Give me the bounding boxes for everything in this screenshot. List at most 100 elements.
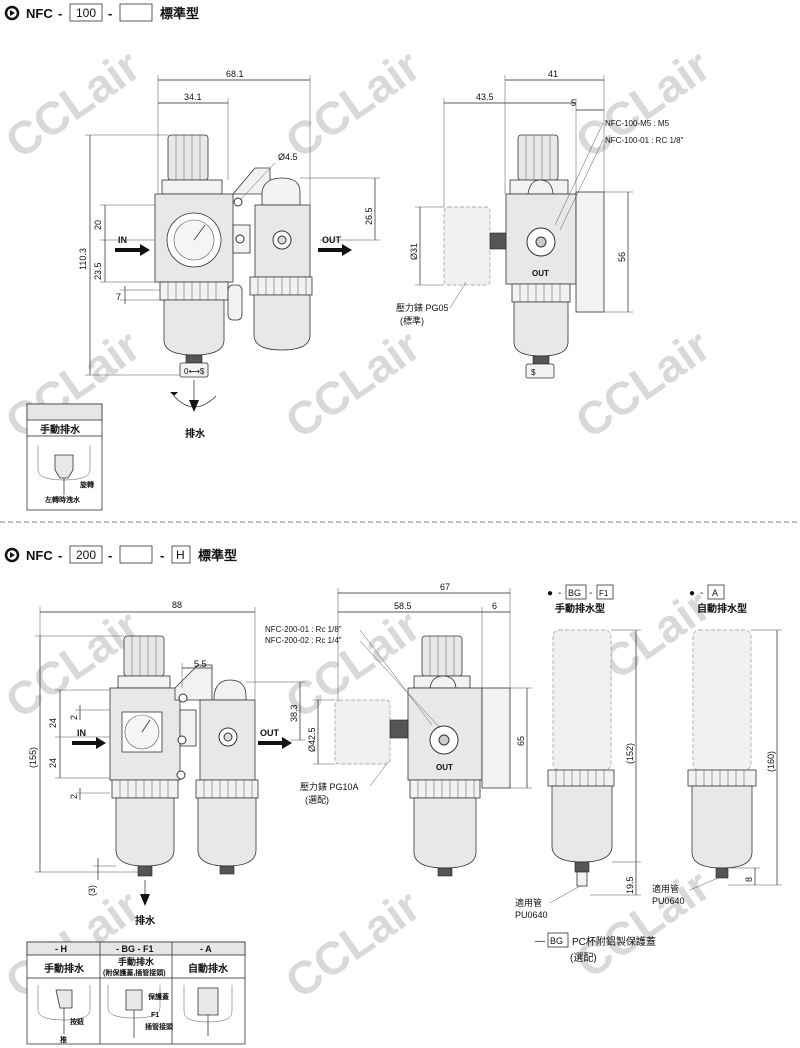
- section2-drain-table: - H - BG - F1 - A 手動排水 手動排水 (附保護蓋,插管接頭) …: [26, 941, 246, 1045]
- type-label: 標準型: [198, 548, 237, 563]
- dim-152: (152): [625, 743, 635, 764]
- col-header-bgf1: - BG - F1: [116, 944, 154, 954]
- section1-front-dims: 68.1 34.1 Ø4.5 110.3 20 23.5 7 26.5: [78, 69, 380, 376]
- code-box: 100: [76, 6, 96, 20]
- dim-43-5: 43.5: [476, 92, 494, 102]
- svg-text:-: -: [108, 548, 112, 563]
- dim-d31: Ø31: [409, 243, 419, 260]
- svg-text:-: -: [108, 6, 112, 21]
- svg-text:$: $: [531, 368, 536, 377]
- label-f1: F1: [151, 1012, 159, 1019]
- watermarks: CCLair CCLair CCLair CCLair CCLair CCLai…: [0, 39, 719, 1008]
- dim-2b: 2: [69, 794, 79, 799]
- dim-23-5: 23.5: [93, 262, 103, 280]
- dim-58-5: 58.5: [394, 601, 412, 611]
- tube-label: 適用管: [652, 883, 679, 894]
- in-arrow-icon: [72, 737, 106, 749]
- svg-text:-: -: [58, 6, 62, 21]
- dim-26-5: 26.5: [364, 207, 374, 225]
- inset-label-drain: 左轉時洩水: [44, 495, 81, 504]
- dim-41: 41: [548, 69, 558, 79]
- dim-19-5: 19.5: [625, 876, 635, 894]
- note-rc14: NFC-200-02 : Rc 1/4": [265, 636, 342, 645]
- dim-155: (155): [28, 747, 38, 768]
- svg-text:-: -: [589, 588, 592, 599]
- svg-text:-: -: [700, 588, 703, 599]
- dim-88: 88: [172, 600, 182, 610]
- dim-5: 5: [571, 98, 576, 108]
- code-box-f1: F1: [599, 589, 609, 598]
- label-joint: 插管接頭: [145, 1022, 174, 1031]
- dim-3: (3): [87, 885, 97, 896]
- gauge-label: 壓力錶 PG10A: [300, 781, 359, 792]
- dim-2a: 2: [69, 715, 79, 720]
- model-name: NFC: [26, 548, 53, 563]
- drain-arrow-icon: [189, 400, 199, 412]
- code-box-bg: BG: [550, 936, 563, 946]
- dim-5-5: 5.5: [194, 659, 207, 669]
- dim-hole: Ø4.5: [278, 152, 298, 162]
- dim-38-3: 38.3: [289, 704, 299, 722]
- out-label: OUT: [260, 728, 280, 738]
- watermark: CCLair: [0, 39, 149, 168]
- side-out-label: OUT: [532, 269, 549, 278]
- dim-68-1: 68.1: [226, 69, 244, 79]
- dim-24b: 24: [48, 758, 58, 768]
- watermark: CCLair: [566, 39, 719, 168]
- dim-56: 56: [617, 252, 627, 262]
- section1-title: NFC - 100 - 標準型: [4, 3, 199, 22]
- dim-65: 65: [516, 736, 526, 746]
- model-name: NFC: [26, 6, 53, 21]
- side-out-label: OUT: [436, 763, 453, 772]
- code-box-empty: [119, 545, 153, 564]
- svg-text:-: -: [160, 548, 164, 563]
- dim-24a: 24: [48, 718, 58, 728]
- code-box-empty: [119, 3, 153, 22]
- note-rc18: NFC-100-01 : RC 1/8": [605, 136, 684, 145]
- col-header-a: - A: [200, 944, 212, 954]
- out-arrow-icon: [318, 244, 352, 256]
- variant-manual-name: 手動排水型: [555, 602, 605, 615]
- drain-label: 排水: [135, 914, 156, 927]
- bg-cover-note: — BG PC杯附鋁製保護蓋 (選配): [535, 932, 656, 964]
- code-box-a: A: [712, 588, 718, 598]
- code-box-bg: BG: [568, 588, 581, 598]
- gauge-label: 壓力錶 PG05: [396, 302, 449, 313]
- drain-label: 排水: [185, 427, 206, 440]
- section2-title: NFC - 200 - - H 標準型: [4, 545, 237, 564]
- svg-text:—: —: [535, 936, 545, 947]
- in-label: IN: [77, 728, 86, 738]
- svg-text:-: -: [558, 588, 561, 599]
- label-push: 推: [60, 1035, 67, 1044]
- svg-text:●: ●: [689, 588, 695, 599]
- col-sub-bgf1: (附保護蓋,插管接頭): [103, 968, 166, 977]
- dim-20: 20: [93, 220, 103, 230]
- code-box: 200: [76, 548, 96, 562]
- section2-side-dims: 67 58.5 6 NFC-200-01 : Rc 1/8" NFC-200-0…: [265, 582, 532, 805]
- section1-side-view: OUT $: [443, 134, 605, 379]
- svg-text:●: ●: [547, 588, 553, 599]
- watermark: CCLair: [566, 859, 719, 988]
- gauge-sub: (選配): [305, 795, 329, 805]
- col-name-bgf1: 手動排水: [118, 956, 155, 967]
- variant-manual: ● - BG - F1 手動排水型 (152) 19.5 適用管 PU0640: [515, 584, 641, 920]
- tube-label: 適用管: [515, 897, 542, 908]
- out-arrow-icon: [258, 737, 292, 749]
- col-name-h: 手動排水: [44, 962, 85, 975]
- dim-110-3: 110.3: [78, 248, 88, 270]
- svg-text:0⟷$: 0⟷$: [184, 367, 205, 376]
- tube-code: PU0640: [652, 896, 685, 906]
- section1-side-dims: 41 43.5 5 NFC-100-M5 : M5 NFC-100-01 : R…: [396, 69, 684, 326]
- dim-67: 67: [440, 582, 450, 592]
- dim-7: 7: [116, 292, 121, 302]
- col-name-a: 自動排水: [188, 962, 229, 975]
- label-cover: 保護蓋: [147, 992, 169, 1001]
- label-button: 按鈕: [70, 1017, 84, 1026]
- section2-front-view: IN OUT 排水: [72, 635, 292, 927]
- note-m5: NFC-100-M5 : M5: [605, 119, 670, 128]
- type-label: 標準型: [160, 6, 199, 21]
- dim-d42-5: Ø42.5: [307, 727, 317, 752]
- watermark: CCLair: [276, 39, 429, 168]
